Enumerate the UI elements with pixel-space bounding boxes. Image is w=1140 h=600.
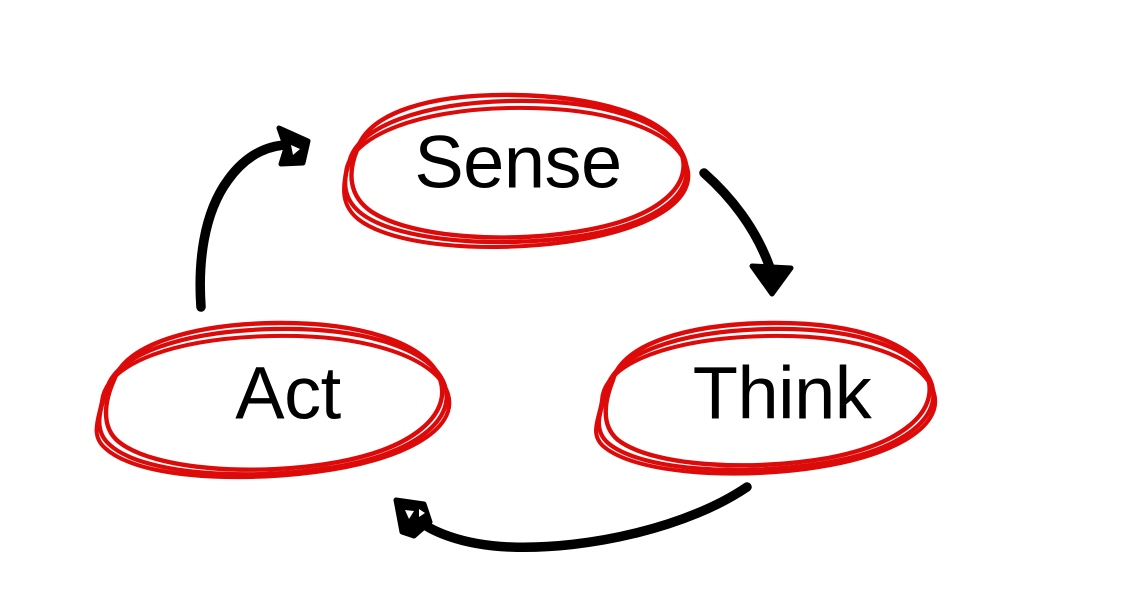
node-label-act: Act: [235, 352, 341, 435]
act-ellipse-stroke-3: [94, 333, 452, 480]
sense-ellipse-stroke-2: [343, 98, 689, 245]
arrow-act-to-sense: [195, 125, 311, 312]
arrow-sense-to-think: [699, 168, 794, 297]
arrow-act-to-sense-head-gap: [291, 145, 300, 155]
arrow-sense-to-think-head: [749, 263, 794, 297]
arrow-sense-to-think-shaft: [699, 168, 775, 273]
node-think[interactable]: Think: [594, 320, 938, 476]
sense-ellipse-stroke-1: [349, 92, 686, 240]
think-ellipse-stroke-2: [596, 326, 936, 472]
sense-ellipse-stroke-3: [341, 105, 691, 249]
node-label-think: Think: [693, 352, 873, 435]
arrow-act-to-sense-head: [276, 125, 311, 167]
node-act[interactable]: Act: [94, 320, 452, 480]
act-ellipse-stroke-2: [97, 326, 449, 477]
node-sense[interactable]: Sense: [341, 92, 691, 249]
think-ellipse-icon: [594, 320, 938, 476]
act-ellipse-icon: [94, 320, 452, 480]
sense-ellipse-icon: [341, 92, 691, 249]
node-label-sense: Sense: [414, 121, 621, 204]
arrow-think-to-act-head: [393, 497, 433, 539]
arrow-think-to-act: [393, 482, 752, 552]
arrow-think-to-act-shaft: [411, 482, 752, 552]
think-ellipse-stroke-1: [603, 320, 932, 468]
act-ellipse-stroke-1: [103, 320, 445, 472]
arrow-act-to-sense-shaft: [195, 140, 298, 312]
arrow-think-to-act-head-gap-1: [405, 510, 414, 519]
think-ellipse-stroke-3: [594, 333, 938, 476]
arrow-think-to-act-head-gap-2: [419, 509, 425, 517]
